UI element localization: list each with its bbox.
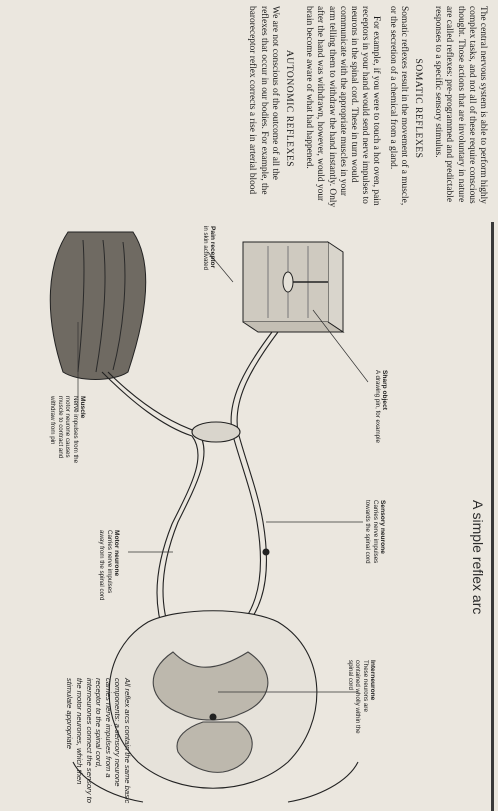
skin-block xyxy=(243,242,343,332)
autonomic-paragraph-1: We are not conscious of the outcome of a… xyxy=(246,6,280,211)
muscle-illustration xyxy=(50,232,145,380)
label-sensory-neurone-title: Sensory neurone xyxy=(379,500,386,554)
autonomic-heading: AUTONOMIC REFLEXES xyxy=(284,6,295,211)
text-column: The central nervous system is able to pe… xyxy=(10,6,488,211)
diagram-caption: All reflex arcs contain the same basic c… xyxy=(65,678,132,806)
somatic-paragraph-2: For example, if you were to touch a hot … xyxy=(303,6,381,211)
label-muscle: Muscle Nerve impulses from the motor neu… xyxy=(49,396,86,474)
header-rule xyxy=(491,222,494,811)
label-interneurone-text: These neurons are contained wholly withi… xyxy=(347,660,369,734)
somatic-heading: SOMATIC REFLEXES xyxy=(413,6,424,211)
label-pain-receptor-title: Pain receptor xyxy=(209,226,216,268)
somatic-paragraph-1: Somatic reflexes result in the movement … xyxy=(386,6,408,211)
label-sharp-object-text: A drawing pin, for example xyxy=(374,370,381,443)
label-motor-neurone-text: Carries nerve impulses away from the spi… xyxy=(98,530,112,601)
intro-paragraph: The central nervous system is able to pe… xyxy=(432,6,488,211)
label-pain-receptor: Pain receptor in skin activated xyxy=(201,226,216,304)
label-motor-neurone: Motor neurone Carries nerve impulses awa… xyxy=(98,530,120,608)
label-sharp-object: Sharp object A drawing pin, for example xyxy=(373,370,388,448)
nerve-fibres xyxy=(102,332,278,654)
label-muscle-title: Muscle xyxy=(79,396,86,418)
label-sharp-object-title: Sharp object xyxy=(381,370,388,410)
label-pain-receptor-text: in skin activated xyxy=(202,226,209,270)
label-interneurone: Interneurone These neurons are contained… xyxy=(346,660,376,738)
label-sensory-neurone: Sensory neurone Carries nerve impulses t… xyxy=(364,500,386,578)
label-motor-neurone-title: Motor neurone xyxy=(113,530,120,576)
label-muscle-text: Nerve impulses from the motor neurone ca… xyxy=(49,396,78,463)
label-interneurone-title: Interneurone xyxy=(369,660,376,700)
label-sensory-neurone-text: Carries nerve impulses towards the spina… xyxy=(364,500,378,564)
